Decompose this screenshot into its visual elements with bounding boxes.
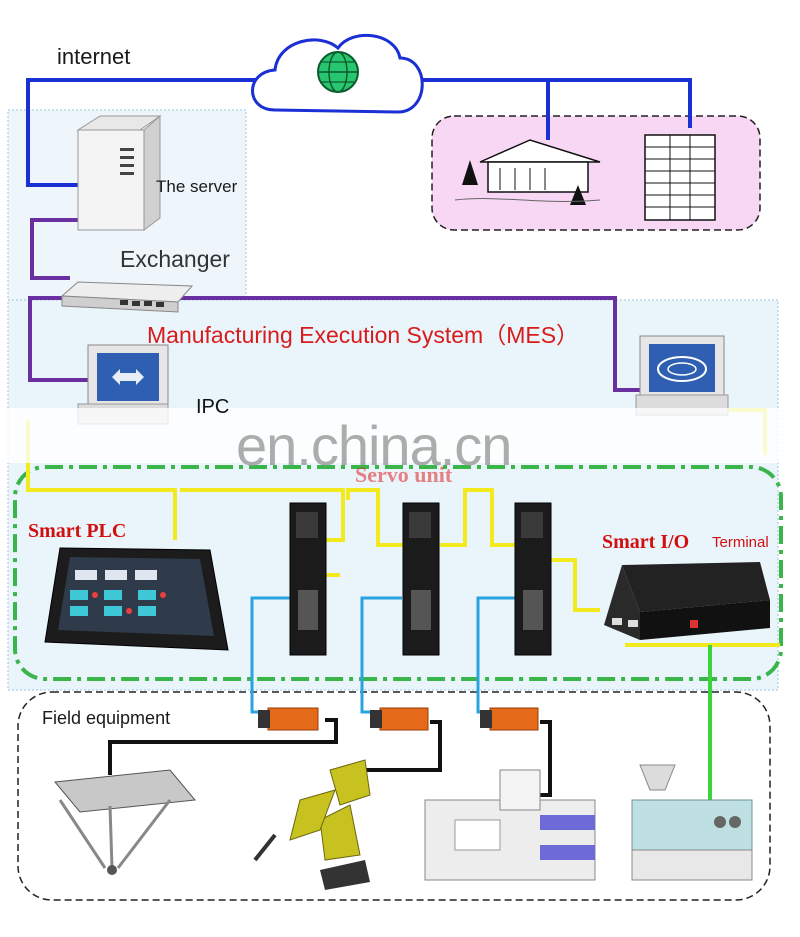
servo-motor-icon xyxy=(370,708,428,730)
servo-drive-icon xyxy=(403,503,439,655)
office-building-icon xyxy=(645,135,715,220)
mes-label: Manufacturing Execution System（MES） xyxy=(147,316,579,350)
switch-icon xyxy=(62,282,192,312)
smart-plc-label: Smart PLC xyxy=(28,520,126,543)
monitor-icon xyxy=(636,336,728,415)
plc-touch-panel-icon xyxy=(45,548,228,650)
servo-drive-icon xyxy=(290,503,326,655)
io-terminal-icon xyxy=(604,562,770,640)
field-equipment-label: Field equipment xyxy=(42,708,170,729)
internet-label: internet xyxy=(57,44,130,70)
servo-motor-icon xyxy=(480,708,538,730)
servo-motor-icon xyxy=(258,708,318,730)
globe-icon xyxy=(318,52,358,92)
smart-io-terminal-label: Terminal xyxy=(712,534,769,551)
server-icon xyxy=(78,116,160,230)
exchanger-label: Exchanger xyxy=(120,246,230,273)
servo-drive-icon xyxy=(515,503,551,655)
ipc-label: IPC xyxy=(196,396,229,419)
smart-io-label: Smart I/O xyxy=(602,531,689,554)
watermark-text: en.china.cn xyxy=(236,413,511,478)
server-label: The server xyxy=(156,177,237,197)
